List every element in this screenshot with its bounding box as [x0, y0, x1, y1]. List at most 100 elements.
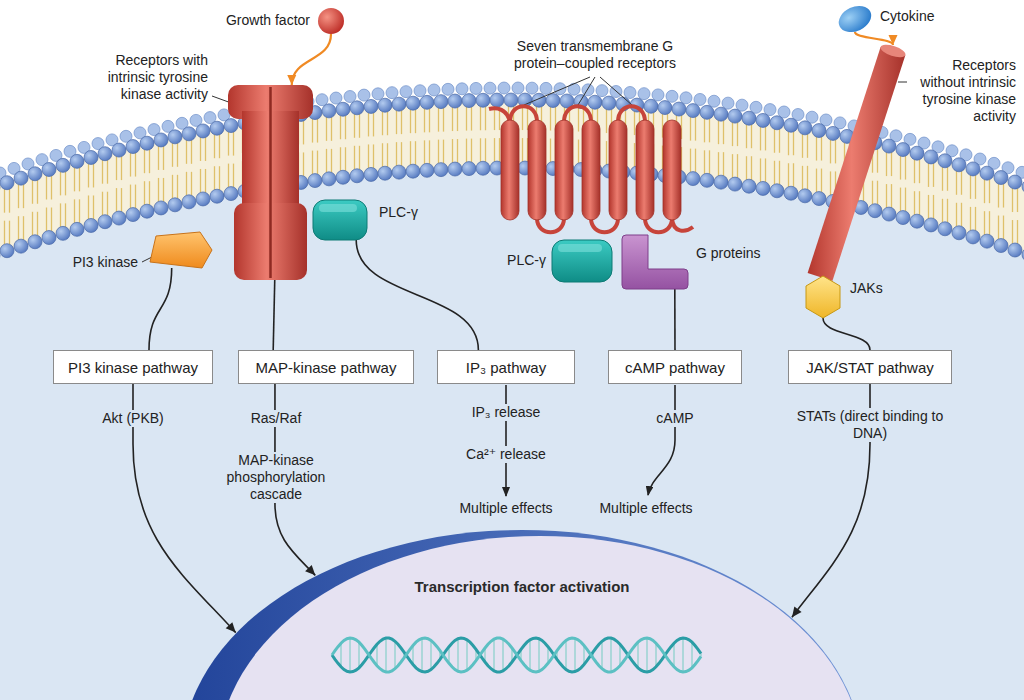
transmembrane-helix	[555, 120, 573, 220]
part-label: Seven transmembrane G protein–coupled re…	[495, 38, 695, 72]
lipid-head	[582, 84, 594, 96]
lipid-tail	[821, 137, 822, 161]
lipid-head	[826, 126, 840, 140]
leader-line	[578, 77, 595, 105]
connector	[823, 318, 870, 350]
lipid-head	[756, 181, 770, 195]
lipid-head	[98, 147, 112, 161]
lipid-tail	[163, 178, 164, 202]
dna-strand	[332, 638, 701, 672]
lipid-tail	[942, 167, 943, 191]
lipid-head	[812, 192, 826, 206]
ball-shape	[318, 8, 344, 34]
lipid-tail	[4, 189, 5, 213]
lipid-head	[84, 150, 98, 164]
lipid-tail	[37, 212, 38, 236]
growth-factor: Growth factor	[318, 8, 344, 34]
lipid-tail	[928, 163, 929, 187]
cyto-shape	[838, 6, 872, 32]
receptor-loop	[618, 106, 645, 122]
lipid-head	[994, 171, 1008, 185]
lipid-tail	[914, 191, 915, 215]
rtk-shape	[228, 85, 313, 280]
lipid-tail	[891, 152, 892, 176]
transmembrane-helix	[501, 120, 519, 220]
lipid-tail	[989, 179, 990, 203]
lipid-tail	[200, 169, 201, 193]
lipid-head	[42, 231, 56, 245]
lipid-head	[728, 177, 742, 191]
lipid-tail	[704, 150, 705, 174]
arrowhead	[305, 565, 315, 575]
lipid-head	[442, 83, 454, 95]
arrowhead	[889, 35, 898, 45]
receptor-loop	[510, 106, 537, 122]
receptor-cap	[879, 42, 907, 59]
lipid-tail	[23, 216, 24, 240]
lipid-tail	[774, 161, 775, 185]
lipid-tail	[32, 212, 33, 236]
lipid-tail	[760, 158, 761, 182]
lipid-head	[910, 214, 924, 228]
plc-gamma: PLC-γ	[552, 240, 612, 282]
lipid-head	[456, 83, 468, 95]
jak-kinase: JAKs	[806, 276, 840, 318]
lipid-tail	[382, 143, 383, 167]
lipid-head	[812, 124, 826, 138]
lipid-tail	[130, 153, 131, 177]
lipid-tail	[466, 139, 467, 163]
lipid-tail	[774, 129, 775, 153]
connector	[292, 34, 331, 85]
lipid-tail	[984, 179, 985, 203]
dna-rung	[637, 642, 639, 668]
lipid-head	[434, 163, 448, 177]
pathway-box: IP₃ pathway	[437, 350, 575, 384]
lipid-tail	[872, 181, 873, 205]
pathway-arrow	[648, 385, 675, 495]
pathway-arrow	[505, 385, 507, 496]
lipid-tail	[18, 216, 19, 240]
lipid-tail	[578, 108, 579, 132]
lipid-head	[182, 127, 196, 141]
gprot-shape	[622, 235, 688, 289]
arrowhead	[792, 607, 802, 618]
lipid-tail	[46, 208, 47, 232]
nuclear-envelope	[182, 530, 862, 700]
lipid-head	[168, 198, 182, 212]
step-label: IP₃ release	[469, 404, 544, 421]
lipid-head	[504, 93, 518, 107]
lipid-tail	[723, 152, 724, 176]
dna-rung	[502, 639, 504, 671]
edge-label: STATs (direct binding to DNA)	[785, 408, 956, 442]
leader-line	[898, 82, 907, 83]
lipid-tail	[830, 139, 831, 163]
lipid-tail	[107, 192, 108, 216]
lipid-tail	[779, 129, 780, 153]
lipid-tail	[177, 175, 178, 199]
lipid-head	[140, 136, 154, 150]
nucleus-label: Transcription factor activation	[182, 578, 862, 595]
lipid-head	[308, 174, 322, 188]
lipid-tail	[522, 106, 523, 130]
lipid-tail	[205, 169, 206, 193]
lipid-head	[372, 88, 384, 100]
lipid-head	[708, 95, 720, 107]
edge-label: Akt (PKB)	[99, 410, 166, 427]
lipid-tail	[835, 139, 836, 163]
connector	[855, 32, 893, 45]
lipid-head	[0, 244, 14, 258]
lipid-head	[168, 130, 182, 144]
lipid-head	[896, 143, 910, 157]
lipid-tail	[1017, 220, 1018, 244]
lipid-tail	[214, 166, 215, 190]
lipid-head	[154, 201, 168, 215]
lipid-head	[448, 162, 462, 176]
lipid-tail	[695, 117, 696, 141]
lipid-head	[112, 143, 126, 157]
dna-rung	[358, 642, 360, 668]
lipid-tail	[802, 134, 803, 158]
lipid-tail	[1012, 220, 1013, 244]
transmembrane-helix	[609, 120, 627, 220]
step-label: Multiple effects	[456, 500, 555, 517]
